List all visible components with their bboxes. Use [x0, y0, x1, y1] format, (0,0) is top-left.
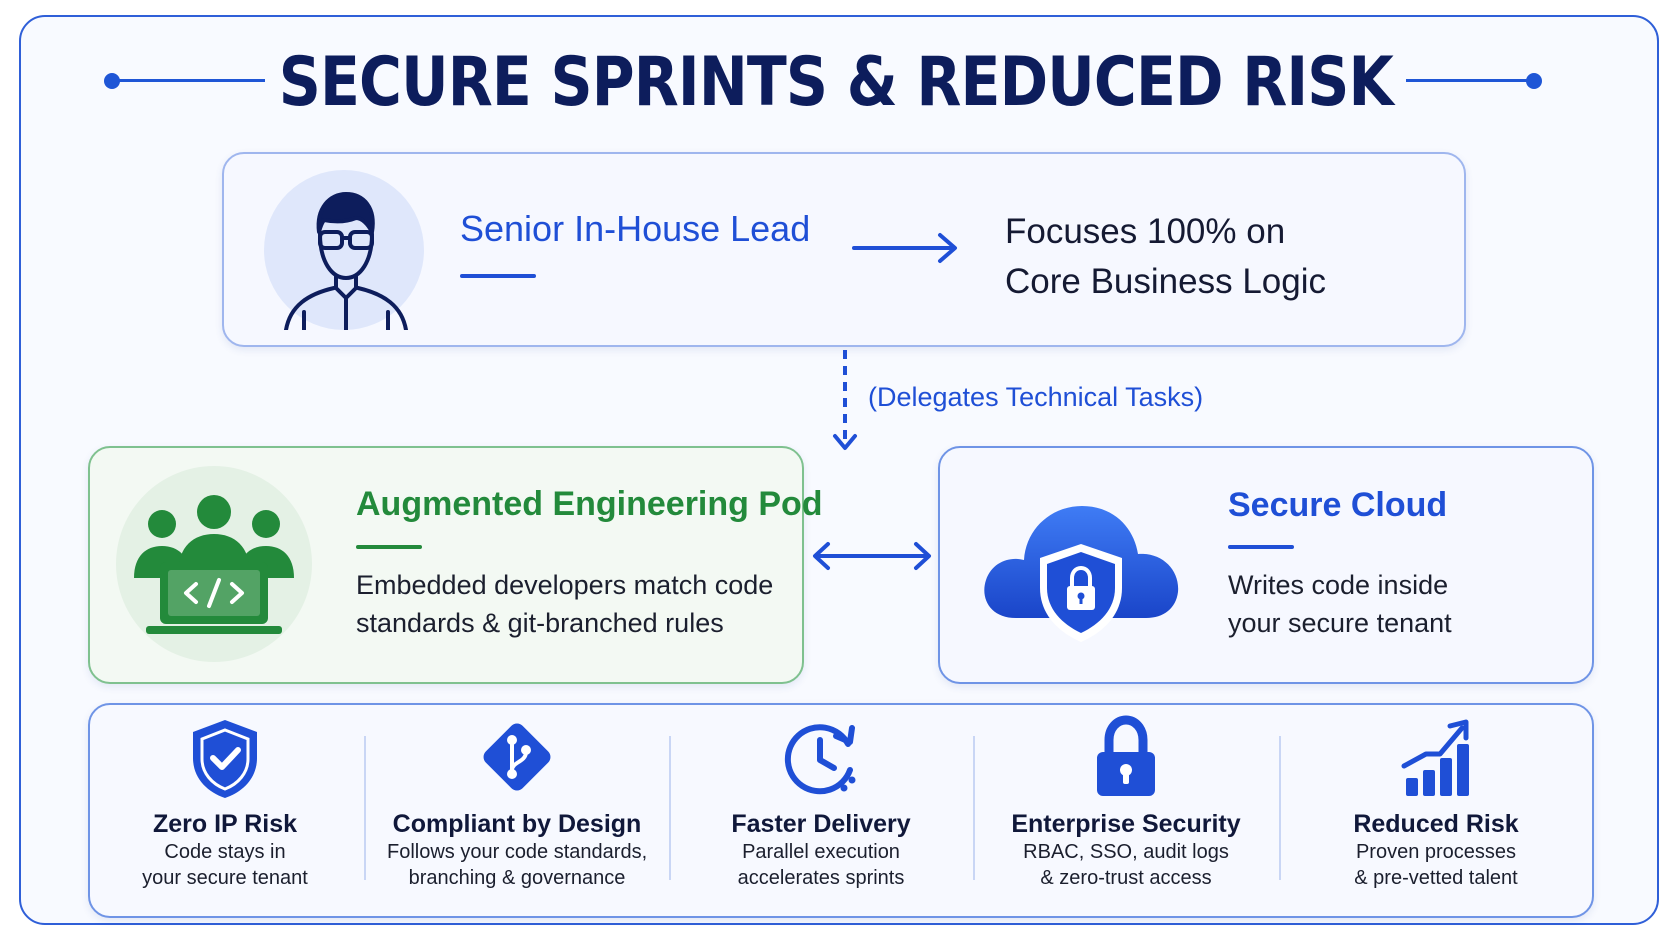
team-laptop-code-icon [134, 495, 294, 634]
cloud-desc-line-2: your secure tenant [1228, 608, 1452, 638]
title-wrap: SECURE SPRINTS & REDUCED RISK [0, 38, 1672, 128]
cloud-title-underline [1228, 545, 1294, 549]
feature-desc-line-1: Follows your code standards, [387, 841, 648, 863]
feature-zero-ip-risk: Zero IP Risk Code stays in your secure t… [95, 714, 355, 891]
feature-title: Enterprise Security [1011, 810, 1241, 838]
lead-desc-line-1: Focuses 100% on [1005, 212, 1286, 251]
feature-divider [364, 736, 366, 880]
lead-title: Senior In-House Lead [460, 208, 811, 249]
feature-desc-line-1: Code stays in [164, 841, 286, 863]
pod-title: Augmented Engineering Pod [356, 485, 823, 523]
cloud-desc-line-1: Writes code inside [1228, 570, 1449, 600]
feature-desc-line-1: RBAC, SSO, audit logs [1023, 841, 1229, 863]
page-title: SECURE SPRINTS & REDUCED RISK [278, 43, 1394, 122]
pod-icon-circle [116, 466, 312, 662]
padlock-icon [1097, 715, 1155, 796]
feature-divider [1279, 736, 1281, 880]
cloud-shield-lock-icon [984, 506, 1179, 642]
cloud-title: Secure Cloud [1228, 486, 1448, 524]
lead-card [222, 152, 1466, 347]
feature-desc-line-1: Parallel execution [742, 841, 900, 863]
title-left-line [112, 79, 265, 82]
feature-title: Reduced Risk [1353, 810, 1519, 838]
feature-faster-delivery: Faster Delivery Parallel execution accel… [691, 714, 951, 891]
double-arrow-icon [813, 542, 931, 570]
pod-desc-line-1: Embedded developers match code [356, 570, 774, 600]
person-glasses-icon [284, 192, 408, 332]
arrow-right-icon [852, 233, 957, 263]
pod-description: Embedded developers match code standards… [356, 566, 773, 642]
git-branch-icon [483, 723, 551, 791]
feature-reduced-risk: Reduced Risk Proven processes & pre-vett… [1306, 714, 1566, 891]
feature-desc-line-2: & zero-trust access [1040, 867, 1212, 889]
pod-title-underline [356, 545, 422, 549]
lead-desc-line-2: Core Business Logic [1005, 262, 1326, 301]
feature-desc-line-2: branching & governance [408, 867, 626, 889]
title-right-line [1406, 79, 1533, 82]
delegate-label: (Delegates Technical Tasks) [868, 382, 1204, 412]
feature-desc-line-2: accelerates sprints [737, 867, 905, 889]
lead-description: Focuses 100% on Core Business Logic [1005, 207, 1326, 307]
feature-title: Faster Delivery [731, 810, 911, 838]
pod-desc-line-2: standards & git-branched rules [356, 608, 724, 638]
bar-chart-up-icon [1401, 719, 1469, 796]
clock-refresh-icon [784, 724, 856, 795]
feature-desc-line-2: & pre-vetted talent [1354, 867, 1518, 889]
feature-title: Compliant by Design [392, 810, 642, 838]
feature-desc-line-2: your secure tenant [142, 867, 308, 889]
feature-enterprise-security: Enterprise Security RBAC, SSO, audit log… [996, 714, 1256, 891]
title-right-dot [1526, 73, 1542, 89]
feature-title: Zero IP Risk [152, 810, 298, 838]
shield-check-icon [193, 720, 257, 798]
lead-avatar [264, 170, 424, 332]
dashed-arrow-down-icon [833, 350, 857, 450]
lead-title-underline [460, 274, 536, 278]
feature-divider [669, 736, 671, 880]
feature-desc-line-1: Proven processes [1355, 841, 1517, 863]
feature-compliant-by-design: Compliant by Design Follows your code st… [387, 714, 647, 891]
feature-divider [973, 736, 975, 880]
cloud-description: Writes code inside your secure tenant [1228, 566, 1452, 642]
